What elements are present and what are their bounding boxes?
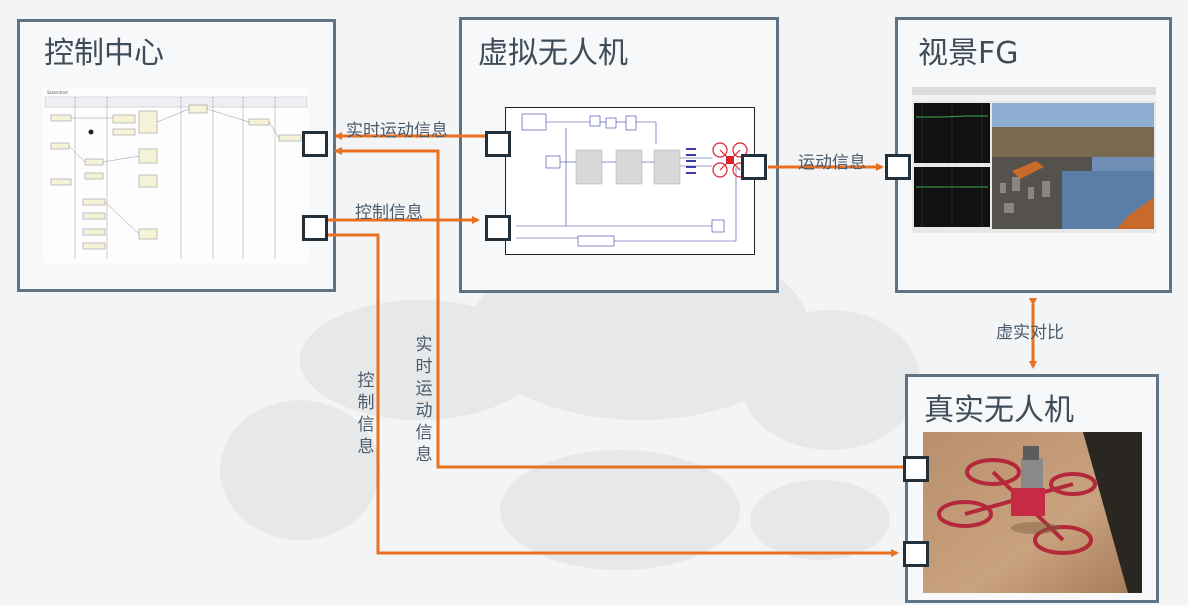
svg-text:Statechart: Statechart [47, 90, 68, 95]
visual-fg-port-in [885, 154, 911, 180]
virtual-drone-title: 虚拟无人机 [478, 36, 628, 71]
flightgear-screenshot [912, 87, 1156, 233]
real-drone-photo [923, 432, 1142, 593]
control-center-port-out-top [302, 131, 328, 157]
control-center-box: 控制中心 [17, 19, 336, 292]
virtual-drone-port-out [741, 154, 767, 180]
real-drone-port-out [903, 456, 929, 482]
label-control-info-vertical: 控制信息 [357, 371, 375, 457]
virtual-drone-port-in-bottom [485, 215, 511, 241]
label-control-info-top: 控制信息 [355, 203, 423, 223]
label-realtime-motion-vertical: 实时运动信息 [415, 335, 433, 465]
simulink-screenshot [505, 107, 755, 255]
label-motion-info: 运动信息 [798, 153, 866, 173]
visual-fg-box: 视景FG [895, 17, 1172, 293]
label-virtual-real-compare: 虚实对比 [996, 323, 1064, 343]
real-drone-port-in [903, 541, 929, 567]
statechart-screenshot: Statechart [43, 89, 309, 263]
real-drone-box: 真实无人机 [905, 374, 1159, 603]
virtual-drone-port-in-top [485, 131, 511, 157]
label-realtime-motion-top: 实时运动信息 [346, 121, 448, 141]
control-center-title: 控制中心 [44, 36, 164, 71]
control-center-port-in-bottom [302, 215, 328, 241]
visual-fg-title: 视景FG [918, 36, 1019, 71]
real-drone-title: 真实无人机 [924, 393, 1074, 428]
